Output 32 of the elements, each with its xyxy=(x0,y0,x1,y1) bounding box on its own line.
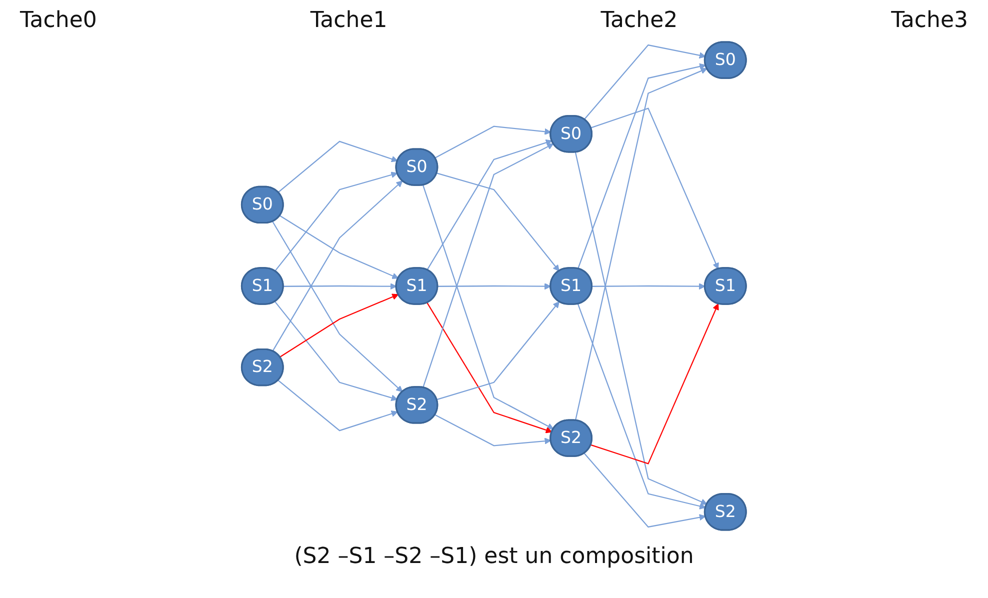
arrow xyxy=(434,414,552,446)
arrow xyxy=(272,221,403,392)
column-heading: Tache0 xyxy=(20,8,97,35)
column-heading: Tache2 xyxy=(600,8,678,35)
caption: (S2 –S1 –S2 –S1) est un composition xyxy=(293,544,695,569)
arrow xyxy=(590,303,719,464)
arrow xyxy=(278,380,398,432)
arrow xyxy=(590,108,719,270)
arrow xyxy=(426,139,552,270)
arrow xyxy=(584,452,706,528)
arrow xyxy=(436,301,560,400)
arrow xyxy=(578,63,706,269)
column-heading: Tache3 xyxy=(891,8,968,35)
arrow xyxy=(422,184,554,430)
arrow xyxy=(584,44,706,120)
arrow xyxy=(436,172,560,272)
arrow xyxy=(575,68,708,421)
arrow xyxy=(280,294,399,358)
column-heading: Tache1 xyxy=(310,8,388,35)
arrow xyxy=(438,283,552,290)
arrow xyxy=(426,302,552,434)
arrow xyxy=(280,215,399,279)
arrow xyxy=(274,301,398,402)
arrow xyxy=(272,180,403,352)
arrow xyxy=(575,152,708,505)
arrow xyxy=(278,140,398,193)
arrow xyxy=(592,283,706,290)
arrow xyxy=(434,126,552,158)
arrow xyxy=(422,143,554,388)
arrow xyxy=(284,283,397,290)
arrow xyxy=(578,304,706,510)
arrow xyxy=(274,172,398,272)
